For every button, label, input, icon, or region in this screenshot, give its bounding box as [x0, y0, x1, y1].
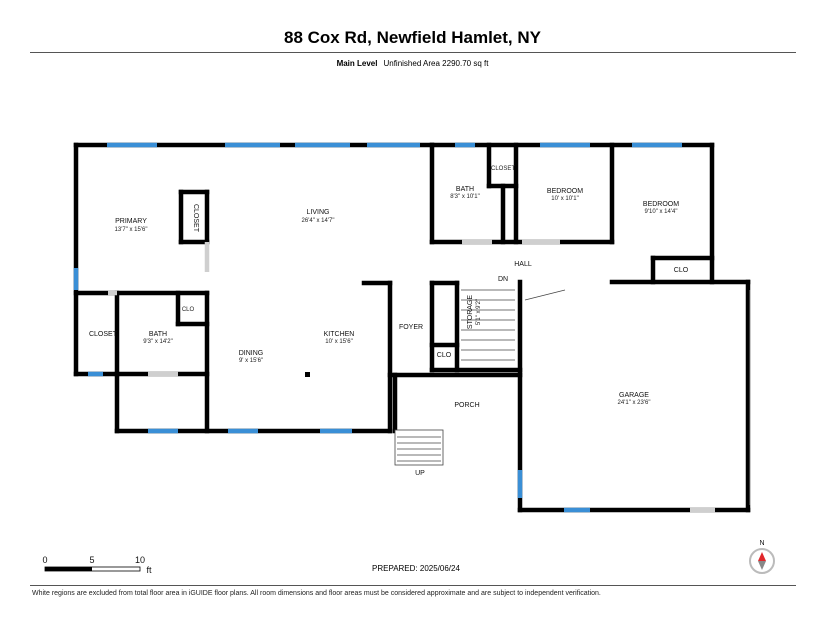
room-label-garage: GARAGE — [619, 392, 649, 399]
room-dim-kitchen: 10' x 15'6" — [325, 339, 352, 345]
compass-label: N — [759, 540, 764, 547]
footer-disclaimer: White regions are excluded from total fl… — [32, 590, 601, 597]
room-label-dining: DINING — [239, 350, 264, 357]
walls — [73, 142, 751, 513]
room-label-clo-bedroom: CLO — [674, 267, 689, 274]
room-dim-bath-upper: 8'3" x 10'1" — [450, 194, 480, 200]
room-dim-dining: 9' x 15'6" — [239, 358, 263, 364]
room-label-clo-foyer: CLO — [437, 352, 452, 359]
title-divider — [30, 52, 796, 53]
room-label-hall: HALL — [514, 261, 532, 268]
fixtures — [305, 289, 751, 505]
room-dim-bath-lower: 9'3" x 14'2" — [143, 339, 173, 345]
plan-subtitle: Main Level Unfinished Area 2290.70 sq ft — [0, 59, 825, 68]
room-label-kitchen: KITCHEN — [324, 331, 355, 338]
room-label-foyer: FOYER — [399, 324, 423, 331]
stair-label-up: UP — [415, 470, 425, 477]
room-label-bath-upper: BATH — [456, 186, 474, 193]
scale-tick-0: 0 — [42, 555, 47, 565]
room-dim-bedroom-2: 9'10" x 14'4" — [645, 209, 678, 215]
doors — [108, 239, 715, 513]
footer-divider — [30, 585, 796, 586]
room-label-living: LIVING — [307, 209, 330, 216]
room-dim-storage: 5'1" x 9'2" — [476, 299, 482, 325]
room-dim-bedroom-1: 10' x 10'1" — [551, 196, 578, 202]
scale-tick-10: 10 — [135, 555, 145, 565]
prepared-date: PREPARED: 2025/06/24 — [372, 564, 460, 573]
scale-tick-5: 5 — [89, 555, 94, 565]
windows — [73, 142, 682, 513]
room-dim-primary: 13'7" x 15'6" — [115, 227, 148, 233]
plan-title: 88 Cox Rd, Newfield Hamlet, NY — [284, 28, 541, 47]
room-dim-living: 26'4" x 14'7" — [302, 218, 335, 224]
room-label-storage: STORAGE — [467, 295, 474, 329]
level-label: Main Level — [336, 59, 378, 68]
room-label-closet-left: CLOSET — [89, 331, 118, 338]
area-label: Unfinished Area 2290.70 sq ft — [383, 59, 489, 68]
room-label-bedroom-1: BEDROOM — [547, 188, 583, 195]
room-label-bedroom-2: BEDROOM — [643, 201, 679, 208]
compass-icon: N — [749, 540, 775, 574]
room-label-porch: PORCH — [454, 402, 479, 409]
room-dim-garage: 24'1" x 23'6" — [618, 400, 651, 406]
room-label-bath-lower: BATH — [149, 331, 167, 338]
room-label-primary: PRIMARY — [115, 218, 147, 225]
stair-label-dn: DN — [498, 276, 508, 283]
scale-bar: 0 5 10 ft — [42, 555, 152, 575]
scale-unit: ft — [146, 565, 152, 575]
room-label-clo-bath: CLO — [182, 307, 195, 313]
room-label-closet-primary: CLOSET — [192, 204, 199, 233]
room-label-closet-upper: CLOSET — [491, 166, 515, 172]
